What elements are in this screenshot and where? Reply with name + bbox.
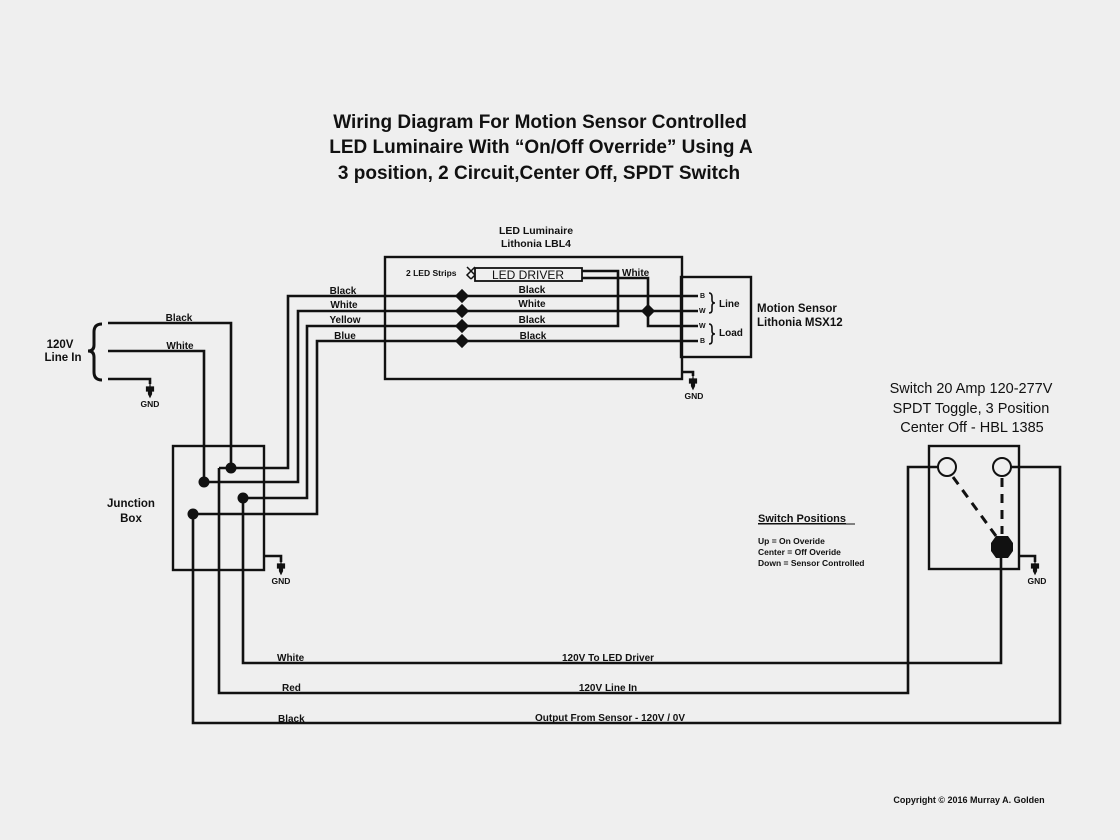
switch-position-up: Up = On Overide <box>758 536 825 546</box>
bottom-wire-black <box>191 465 1062 725</box>
line-brace-icon <box>708 292 716 314</box>
switch-outline <box>927 444 1021 571</box>
led-luminaire: LED Luminaire Lithonia LBL4 2 LED Strips… <box>383 225 704 401</box>
brace-icon <box>87 322 103 382</box>
splice-dot <box>640 303 656 319</box>
switch-label-2: SPDT Toggle, 3 Position <box>893 401 1050 417</box>
luminaire-gnd-wire <box>682 370 695 376</box>
title-line-3: 3 position, 2 Circuit,Center Off, SPDT S… <box>338 163 740 184</box>
motion-sensor-outline <box>679 275 753 359</box>
splice-dot <box>225 462 237 474</box>
motion-sensor-label-2: Lithonia MSX12 <box>757 317 843 329</box>
feed-label-black: Black <box>330 286 357 297</box>
bottom-wire-white-desc: 120V To LED Driver <box>562 653 654 664</box>
switch-up-path <box>951 476 998 537</box>
bottom-wire-white <box>241 498 1003 665</box>
line-in-white-label: White <box>166 341 194 352</box>
internal-label-1: Black <box>519 285 546 296</box>
sensor-leads <box>680 294 698 343</box>
line-in-white-wire <box>108 349 206 482</box>
feed-label-yellow: Yellow <box>329 315 360 326</box>
internal-label-3: Black <box>519 315 546 326</box>
feed-label-blue: Blue <box>334 331 356 342</box>
switch-terminal-up <box>937 457 957 477</box>
load-terminal-label: Load <box>719 328 743 339</box>
feed-wire-blue <box>193 339 462 516</box>
terminal-b-load: B <box>700 338 705 345</box>
driver-out-label: White <box>622 268 650 279</box>
internal-label-4: Black <box>520 331 547 342</box>
switch-positions-legend: Switch Positions Up = On Overide Center … <box>758 513 865 568</box>
switch-label-1: Switch 20 Amp 120-277V <box>890 381 1053 397</box>
switch-gnd-wire <box>1019 554 1037 562</box>
motion-sensor: B W W B Line Load Motion Sensor Lithonia… <box>679 275 843 359</box>
spdt-switch: Switch 20 Amp 120-277V SPDT Toggle, 3 Po… <box>890 381 1053 586</box>
junction-box-gnd-wire <box>264 554 283 562</box>
switch-positions-heading: Switch Positions <box>758 513 846 525</box>
bottom-wire-red-color: Red <box>282 683 301 694</box>
bottom-wires: White 120V To LED Driver Red 120V Line I… <box>191 465 1062 725</box>
junction-box-gnd-label: GND <box>272 576 291 586</box>
bottom-wire-red-desc: 120V Line In <box>579 683 637 694</box>
switch-gnd-label: GND <box>1028 576 1047 586</box>
driver-out-wire-1 <box>462 269 620 328</box>
splice-dot <box>454 288 470 304</box>
feed-wire-white <box>204 309 462 484</box>
line-in-black-label: Black <box>166 313 193 324</box>
ground-icon <box>145 382 155 398</box>
bottom-wire-red <box>217 465 938 695</box>
switch-position-center: Center = Off Overide <box>758 547 841 557</box>
title-line-2: LED Luminaire With “On/Off Override” Usi… <box>329 137 753 158</box>
junction-box-label-2: Box <box>120 513 142 525</box>
splice-dot <box>454 303 470 319</box>
ground-icon <box>1030 559 1040 575</box>
feed-label-white: White <box>330 300 358 311</box>
line-terminal-label: Line <box>719 299 740 310</box>
led-driver-label: LED DRIVER <box>492 268 564 282</box>
splice-dot <box>454 333 470 349</box>
line-in-gnd-wire <box>108 377 152 384</box>
bottom-wire-black-color: Black <box>278 714 305 725</box>
line-in-gnd-label: GND <box>141 399 160 409</box>
led-strip-connector-icon <box>465 266 477 280</box>
terminal-w-load: W <box>699 323 706 330</box>
line-in-source: 120V Line In Black White GND <box>44 313 233 482</box>
splice-dot <box>454 318 470 334</box>
led-driver-box <box>474 267 583 282</box>
switch-common-terminal <box>991 536 1013 558</box>
copyright-notice: Copyright © 2016 Murray A. Golden <box>893 795 1044 805</box>
load-brace-icon <box>708 323 716 345</box>
motion-sensor-label-1: Motion Sensor <box>757 303 837 315</box>
terminal-w-line: W <box>699 308 706 315</box>
junction-box-label-1: Junction <box>107 498 155 510</box>
driver-out-wire-2 <box>582 276 650 311</box>
ground-icon <box>688 374 698 390</box>
splice-dot <box>198 476 210 488</box>
line-in-label-1: 120V <box>47 339 74 351</box>
luminaire-label-2: Lithonia LBL4 <box>501 238 571 250</box>
diagram-title: Wiring Diagram For Motion Sensor Control… <box>329 112 753 184</box>
luminaire-feed-wires: Black White Yellow Blue <box>193 286 462 516</box>
ground-icon <box>276 559 286 575</box>
internal-label-2: White <box>518 299 546 310</box>
line-in-black-wire <box>108 321 233 468</box>
feed-wire-black <box>219 294 462 470</box>
bottom-wire-white-color: White <box>277 653 305 664</box>
bottom-wire-black-desc: Output From Sensor - 120V / 0V <box>535 713 685 724</box>
luminaire-label-1: LED Luminaire <box>499 225 573 237</box>
led-strips-label: 2 LED Strips <box>406 268 457 278</box>
feed-wire-yellow <box>243 324 462 500</box>
switch-position-down: Down = Sensor Controlled <box>758 558 865 568</box>
terminal-b-line: B <box>700 293 705 300</box>
switch-label-3: Center Off - HBL 1385 <box>900 420 1043 436</box>
title-line-1: Wiring Diagram For Motion Sensor Control… <box>333 112 747 133</box>
luminaire-gnd-label: GND <box>685 391 704 401</box>
switch-terminal-down <box>992 457 1012 477</box>
line-in-label-2: Line In <box>44 352 81 364</box>
